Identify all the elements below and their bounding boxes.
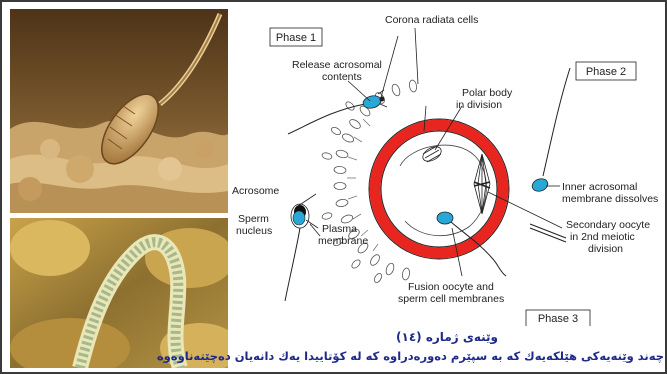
sperm-detail <box>285 204 309 301</box>
micrograph-sperm-on-egg-surface <box>10 9 228 214</box>
label-sperm-nucleus-2: nucleus <box>236 225 272 237</box>
label-plasma-membrane-2: membrane <box>318 235 368 247</box>
label-fusion: Fusion oocyte and <box>408 281 494 293</box>
figure-caption: وێنەی ژمارە (١٤) چەند وێنەیەکی هێلکەیەك … <box>230 326 664 370</box>
label-corona-radiata: Corona radiata cells <box>385 14 478 26</box>
label-secondary-oocyte: Secondary oocyte <box>566 219 650 231</box>
sperm-phase-2 <box>530 68 570 193</box>
label-polar-body-2: in division <box>456 99 502 111</box>
label-secondary-oocyte-3: division <box>588 243 623 255</box>
phase-3-box: Phase 3 <box>526 310 590 326</box>
phase-1-box: Phase 1 <box>270 28 322 46</box>
caption-text: چەند وێنەیەکی هێلکەیەك کە بە سپێرم دەورە… <box>230 346 664 366</box>
label-release-acrosomal-2: contents <box>322 71 362 83</box>
label-plasma-membrane: Plasma <box>322 223 357 235</box>
label-inner-acrosomal-2: membrane dissolves <box>562 193 658 205</box>
caption-title: وێنەی ژمارە (١٤) <box>230 326 664 346</box>
label-inner-acrosomal: Inner acrosomal <box>562 181 637 193</box>
phase-2-box: Phase 2 <box>576 62 636 80</box>
label-polar-body: Polar body <box>462 87 513 99</box>
label-secondary-oocyte-2: in 2nd meiotic <box>570 231 635 243</box>
svg-text:Phase 1: Phase 1 <box>276 32 316 44</box>
sperm-phase-1 <box>288 90 387 134</box>
fertilization-diagram: Phase 1 Phase 2 Phase 3 Corona radiata c… <box>230 6 666 326</box>
svg-text:Phase 2: Phase 2 <box>586 66 626 78</box>
label-acrosome: Acrosome <box>232 185 279 197</box>
label-release-acrosomal: Release acrosomal <box>292 59 382 71</box>
label-sperm-nucleus: Sperm <box>238 213 269 225</box>
svg-text:Phase 3: Phase 3 <box>538 313 578 325</box>
label-fusion-2: sperm cell membranes <box>398 293 504 305</box>
